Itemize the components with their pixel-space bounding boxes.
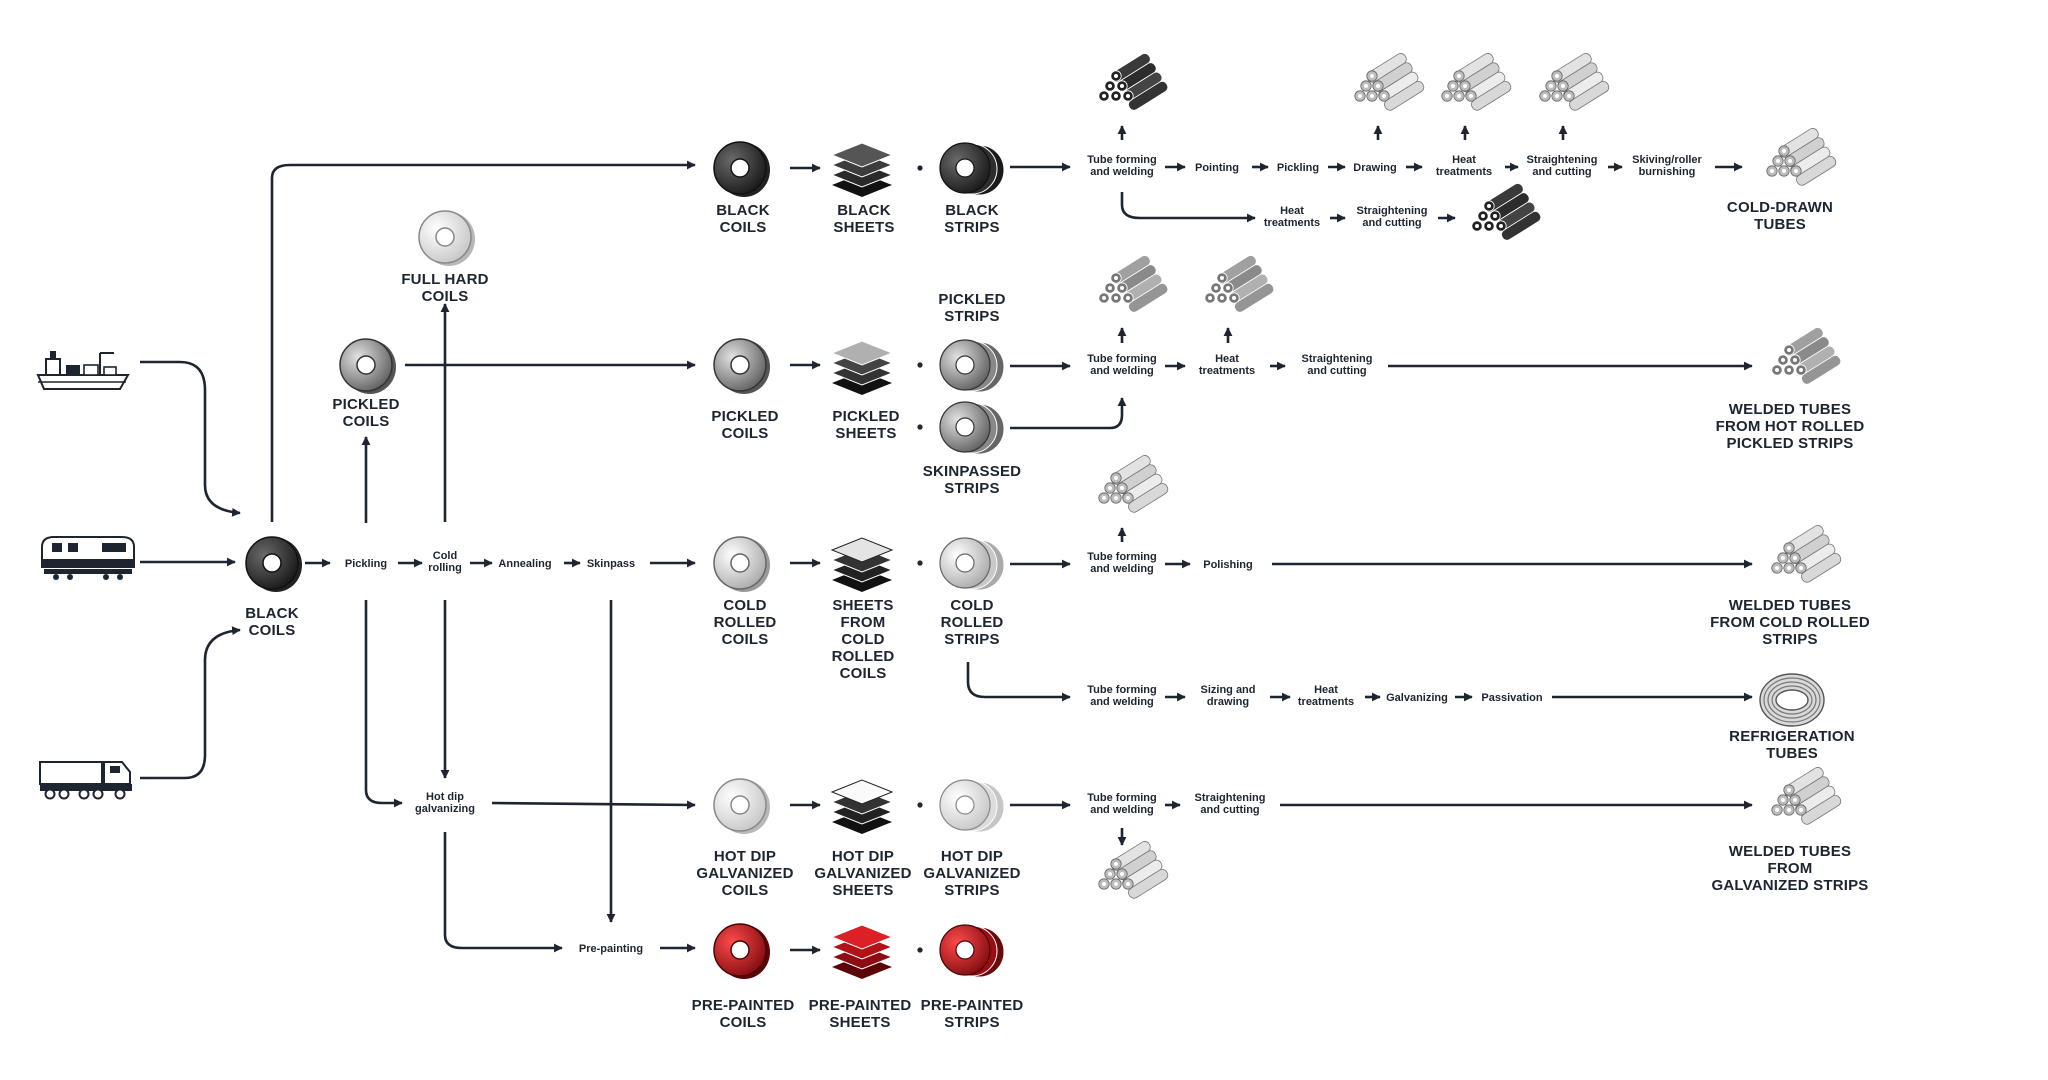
r1-step-3: Pickling (1277, 162, 1319, 174)
black-coil-icon (713, 141, 771, 198)
pickled-coil-icon-main (339, 338, 397, 395)
cold-welded-tubes-icon (1098, 453, 1171, 515)
heat-treated-tubes-icon (1441, 51, 1514, 113)
pickled-welded-tubes-icon (1098, 253, 1171, 315)
black-sheets-icon (831, 142, 893, 198)
galvanized-coil-icon (713, 778, 771, 835)
cold-rolled-coil-icon (713, 536, 771, 593)
welded-hot-rolled-tubes-icon (1771, 325, 1844, 387)
black-strips-icon (939, 142, 1005, 196)
r3b-step-4: Galvanizing (1386, 692, 1448, 704)
cold-rolled-sheets-icon (831, 537, 893, 593)
galvanized-strips-icon (939, 779, 1005, 833)
r3b-step-5: Passivation (1481, 692, 1542, 704)
pickled-strips-icon (939, 339, 1005, 393)
step-skinpass: Skinpass (587, 558, 635, 570)
refrigeration-coil-icon (1759, 673, 1825, 727)
pickled-coil-icon (713, 338, 771, 395)
drawn-tubes-icon (1354, 51, 1427, 113)
welded-galvanized-tubes-icon (1771, 765, 1844, 827)
galvanized-sheets-icon (831, 779, 893, 835)
pre-painted-coil-icon (713, 923, 771, 980)
cold-rolled-strips-icon (939, 537, 1005, 591)
ship-icon (36, 351, 130, 390)
truck-icon (39, 761, 132, 800)
galvanized-welded-tubes-icon (1098, 839, 1171, 901)
pre-painted-strips-icon (939, 924, 1005, 978)
step-annealing: Annealing (498, 558, 551, 570)
cold-drawn-tubes-icon (1766, 126, 1839, 188)
step-pickling: Pickling (345, 558, 387, 570)
straightened-tubes-icon (1539, 51, 1612, 113)
black-tubes-icon (1098, 51, 1171, 113)
welded-cold-rolled-tubes-icon (1771, 523, 1844, 585)
r1-step-2: Pointing (1195, 162, 1239, 174)
r1-step-4: Drawing (1353, 162, 1396, 174)
full-hard-coil-icon (418, 210, 476, 267)
black-coil-source-icon (245, 536, 303, 593)
black-heat-treated-tubes-icon (1471, 181, 1544, 243)
r3-step-2: Polishing (1203, 559, 1253, 571)
train-icon (41, 536, 135, 580)
pickled-sheets-icon (831, 340, 893, 396)
pre-painted-sheets-icon (831, 924, 893, 980)
step-pre-painting: Pre-painting (579, 943, 643, 955)
pickled-heat-treated-tubes-icon (1204, 253, 1277, 315)
skinpassed-strips-icon (939, 401, 1005, 455)
